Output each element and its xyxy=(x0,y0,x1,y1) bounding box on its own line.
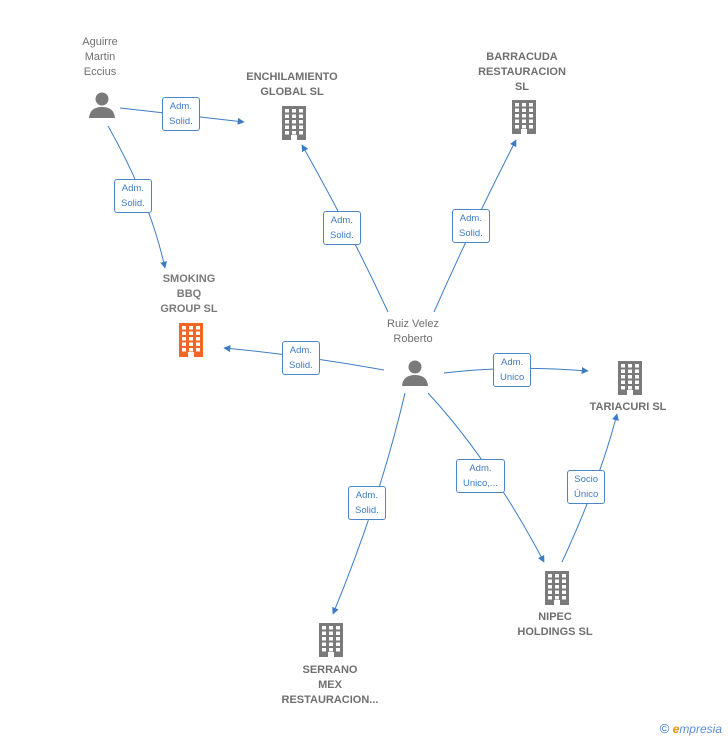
edge-label-line: Único xyxy=(574,489,599,500)
edge-label-line: Unico xyxy=(500,372,525,383)
edge-label-ruiz-barracuda[interactable]: Adm. Solid. xyxy=(452,209,490,243)
edge-label-nipec-tariacuri[interactable]: Socio Único xyxy=(567,470,606,504)
building-icon-highlight[interactable] xyxy=(176,323,206,357)
node-label-line: HOLDINGS SL xyxy=(517,626,593,638)
node-label-line: RESTAURACION... xyxy=(281,694,379,706)
edge-label-line: Solid. xyxy=(355,505,379,516)
node-label-line: SL xyxy=(514,81,530,93)
brand-name: mpresia xyxy=(679,722,722,736)
edges-layer xyxy=(107,107,619,615)
node-label-line: NIPEC xyxy=(538,611,572,623)
node-label-line: GLOBAL SL xyxy=(260,86,324,98)
edge-label-line: Solid. xyxy=(169,116,193,127)
node-label-line: ENCHILAMIENTO xyxy=(246,71,338,83)
edge-label-aguirre-enchilamiento[interactable]: Adm. Solid. xyxy=(162,97,200,131)
edge-label-line: Adm. xyxy=(355,490,378,501)
node-label-line: Roberto xyxy=(393,333,433,345)
node-label-line: Eccius xyxy=(83,66,117,78)
building-icon[interactable] xyxy=(279,106,309,140)
edge-label-line: Adm. xyxy=(330,215,353,226)
edge-label-line: Solid. xyxy=(330,230,354,241)
edge-label-line: Adm. xyxy=(289,345,312,356)
node-label-line: TARIACURI SL xyxy=(589,401,667,413)
edge-label-line: Solid. xyxy=(459,228,483,239)
edge-label-ruiz-nipec[interactable]: Adm. Unico,... xyxy=(456,459,505,493)
node-label-line: GROUP SL xyxy=(160,303,218,315)
edge-label-line: Adm. xyxy=(459,213,482,224)
edge-label-line: Adm. xyxy=(501,357,524,368)
edge-label-line: Socio xyxy=(574,474,599,485)
node-label-line: RESTAURACION xyxy=(478,66,566,78)
building-icon[interactable] xyxy=(615,361,645,395)
brand-initial: e xyxy=(672,722,680,736)
node-label-line: MEX xyxy=(318,679,342,691)
edge-label-ruiz-enchilamiento[interactable]: Adm. Solid. xyxy=(323,211,361,245)
edge-label-line: Solid. xyxy=(121,198,145,209)
node-label-line: SERRANO xyxy=(302,664,358,676)
node-label-smoking[interactable]: SMOKING BBQ GROUP SL xyxy=(139,272,239,317)
node-label-line: BBQ xyxy=(176,288,202,300)
copyright-symbol: © xyxy=(659,721,670,736)
node-label-line: Aguirre xyxy=(82,36,118,48)
brand-logo: © empresia xyxy=(660,721,722,736)
node-label-serrano[interactable]: SERRANO MEX RESTAURACION... xyxy=(268,663,392,708)
edge-label-ruiz-smoking[interactable]: Adm. Solid. xyxy=(282,341,320,375)
edge-label-line: Adm. xyxy=(469,463,492,474)
edge-label-line: Unico,... xyxy=(463,478,498,489)
node-label-ruiz[interactable]: Ruiz Velez Roberto xyxy=(368,317,458,347)
edge-label-line: Solid. xyxy=(289,360,313,371)
node-label-barracuda[interactable]: BARRACUDA RESTAURACION SL xyxy=(462,50,582,95)
person-icon[interactable] xyxy=(88,90,116,118)
edge-label-line: Adm. xyxy=(121,183,144,194)
node-label-aguirre[interactable]: Aguirre Martin Eccius xyxy=(60,35,140,80)
person-icon[interactable] xyxy=(401,358,429,386)
edge-label-ruiz-tariacuri[interactable]: Adm. Unico xyxy=(493,353,532,387)
node-label-tariacuri[interactable]: TARIACURI SL xyxy=(578,400,678,415)
edge-label-aguirre-smoking[interactable]: Adm. Solid. xyxy=(114,179,152,213)
building-icon[interactable] xyxy=(316,623,346,657)
node-label-line: Ruiz Velez xyxy=(387,318,439,330)
node-label-nipec[interactable]: NIPEC HOLDINGS SL xyxy=(505,610,605,640)
node-label-line: Martin xyxy=(84,51,116,63)
edge-label-ruiz-serrano[interactable]: Adm. Solid. xyxy=(348,486,386,520)
node-label-line: BARRACUDA xyxy=(486,51,558,63)
building-icon[interactable] xyxy=(542,571,572,605)
edge-label-line: Adm. xyxy=(169,101,192,112)
node-label-enchilamiento[interactable]: ENCHILAMIENTO GLOBAL SL xyxy=(232,70,352,100)
building-icon[interactable] xyxy=(509,100,539,134)
node-label-line: SMOKING xyxy=(162,273,216,285)
